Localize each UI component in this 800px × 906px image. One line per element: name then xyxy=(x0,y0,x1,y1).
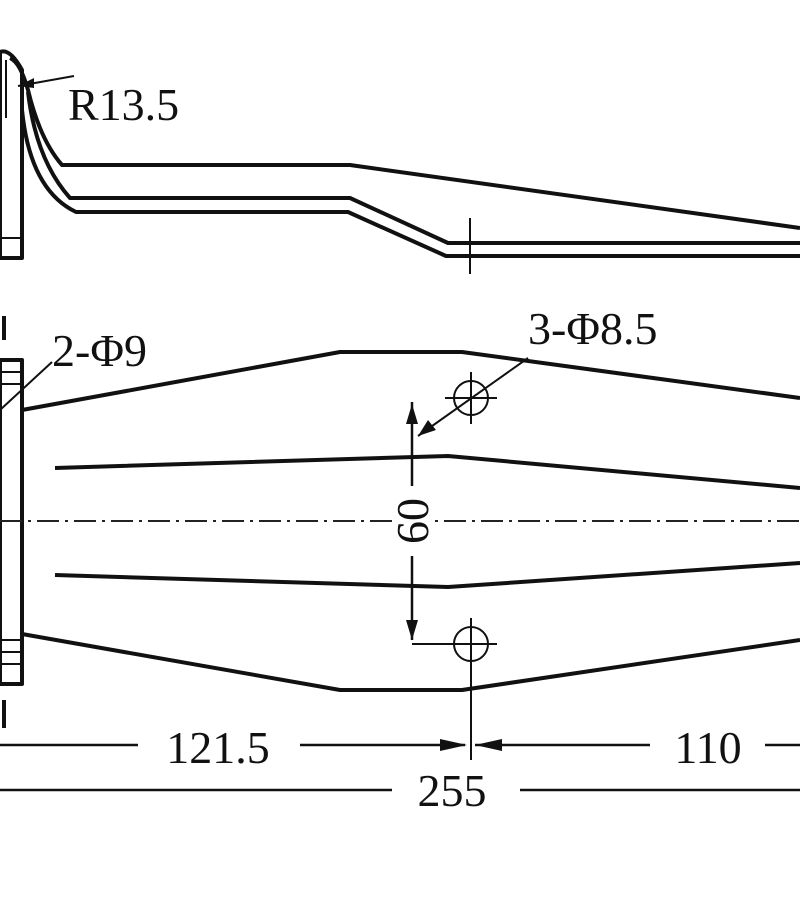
radius-label: R13.5 xyxy=(68,79,179,130)
top-plate-outer-lower xyxy=(21,632,800,692)
dim-right-label: 110 xyxy=(674,722,741,773)
hole-pair-label: 2-Φ9 xyxy=(52,325,147,376)
dim-overall-label: 255 xyxy=(418,765,487,816)
hole-spacing-arrow-bottom xyxy=(406,620,418,640)
top-plate-inner-lower xyxy=(54,561,800,589)
hole-triple-leader xyxy=(417,357,529,437)
side-view: R13.5 xyxy=(0,49,800,274)
hole-spacing-label: 60 xyxy=(387,498,438,544)
top-view: 2-Φ9 3-Φ8.5 60 xyxy=(0,303,800,760)
length-dimensions: 121.5 110 255 xyxy=(0,722,800,816)
dim-left-label: 121.5 xyxy=(166,722,270,773)
top-plate-inner-upper xyxy=(54,454,800,490)
hole-triple-arrow xyxy=(418,420,436,436)
side-plate-middle-edge xyxy=(26,91,800,245)
hole-pair-leader xyxy=(0,361,53,411)
radius-leader-arrow xyxy=(18,78,34,88)
side-end-block xyxy=(0,49,24,260)
top-plate-outer-upper xyxy=(21,350,800,412)
hole-spacing-arrow-top xyxy=(406,404,418,424)
hole-triple-label: 3-Φ8.5 xyxy=(528,303,657,354)
side-plate-lower-edge xyxy=(20,109,800,258)
dim-left-arrow xyxy=(440,739,467,751)
